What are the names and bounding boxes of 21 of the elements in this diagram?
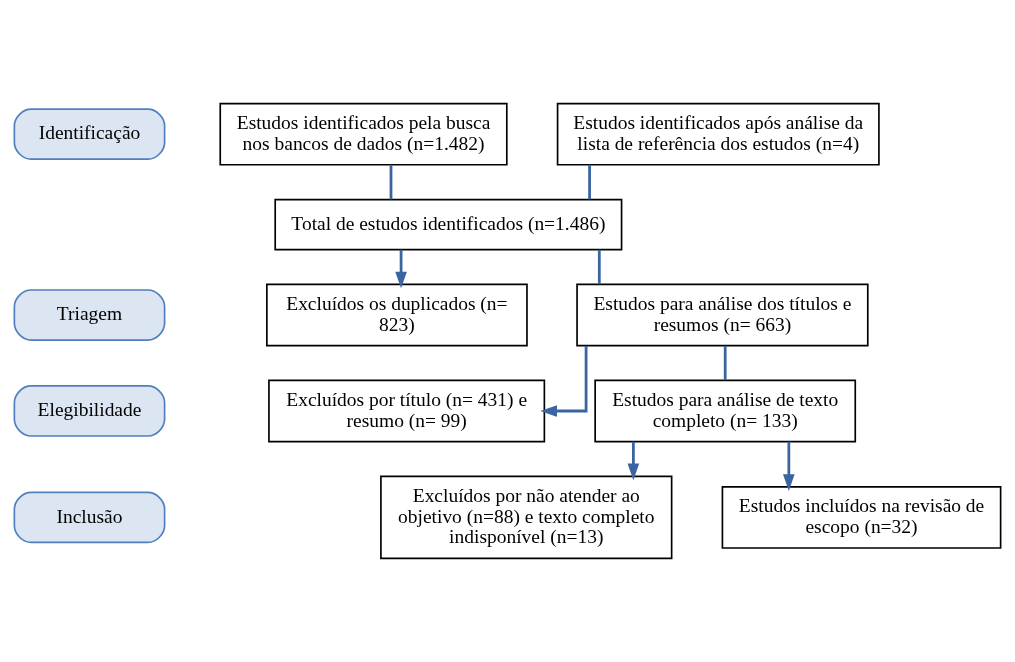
connector — [588, 164, 591, 200]
node-box: Triagem — [13, 289, 166, 341]
node-box: Excluídos por não atender ao objetivo (n=88) e texto completo indisponível (n=13) — [380, 475, 673, 560]
node-box: Estudos identificados após análise da lista de referência dos estudos (n=4) — [556, 102, 880, 166]
arrow — [783, 441, 795, 491]
node-box: Identificação — [13, 108, 166, 161]
node-box: Estudos identificados pela busca nos bancos de dados (n=1.482) — [219, 102, 508, 166]
node-box: Estudos incluídos na revisão de escopo (n=32) — [721, 485, 1002, 549]
arrow — [395, 249, 407, 289]
node-box: Inclusão — [13, 491, 166, 544]
connector — [389, 164, 393, 200]
connector — [597, 249, 601, 285]
node-box: Estudos para análise dos títulos e resumos (n= 663) — [576, 283, 869, 347]
node-box: Excluídos por título (n= 431) e resumo (n= 99) — [268, 379, 546, 443]
node-box: Total de estudos identificados (n=1.486) — [274, 198, 623, 251]
connector — [723, 345, 727, 381]
arrow — [627, 441, 640, 481]
node-box: Estudos para análise de texto completo (n= 133) — [594, 379, 857, 443]
node-box: Elegibilidade — [13, 385, 166, 437]
node-box: Excluídos os duplicados (n= 823) — [266, 283, 528, 347]
arrow — [540, 345, 588, 417]
